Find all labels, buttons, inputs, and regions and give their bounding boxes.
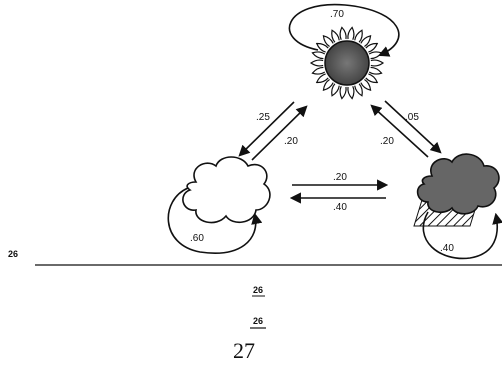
cloud-to-sun-arrow [251,105,308,161]
page-marker-left: 26 [8,249,18,259]
cloud-self-probability-label: .60 [190,233,204,244]
sun-to-cloud-arrow [238,101,295,157]
sun-ray [370,59,385,67]
sun-ray [322,78,334,92]
rain-to-sun-probability-label: .20 [380,136,394,147]
sun-ray [331,83,340,97]
sun-to-cloud-probability-label: .25 [256,112,270,123]
sun-ray [368,66,383,75]
sun-ray [331,29,340,43]
sun-self-loop-arrow [288,3,400,57]
sun-ray [354,29,363,43]
page-marker-mid-2: 26 [253,316,263,326]
page-marker-mid-1: 26 [253,285,263,295]
sun-ray [322,34,334,48]
sun-ray [315,42,329,53]
rain-to-cloud-probability-label: .40 [333,202,347,213]
sun-ray [311,66,326,75]
sun-ray [360,78,372,92]
page-number: 27 [233,338,255,363]
cloud-self-loop-arrow [167,187,263,254]
sun-ray [360,34,372,48]
rain-self-loop-arrow [422,211,502,260]
sun-ray [365,73,379,84]
sun-ray [315,73,329,84]
sun-ray [309,59,324,67]
sun-ray [368,51,383,60]
cloud-icon [182,156,271,224]
rain-self-probability-label: .40 [440,243,454,254]
rain-cloud-icon [413,153,500,227]
sun-ray [347,26,355,40]
sun-icon [309,26,385,100]
cloud-to-rain-probability-label: .20 [333,172,347,183]
cloud-to-sun-probability-label: .20 [284,136,298,147]
sun-ray [339,86,347,100]
sun-ray [365,42,379,53]
sun-ray [354,83,363,97]
rain-to-sun-arrow [370,104,429,158]
sun-ray [347,86,355,100]
sun-ray [339,26,347,40]
sun-ray [311,51,326,60]
sun-to-rain-probability-label: .05 [405,112,419,123]
sun-self-probability-label: .70 [330,9,344,20]
sun-to-rain-arrow [384,100,442,154]
